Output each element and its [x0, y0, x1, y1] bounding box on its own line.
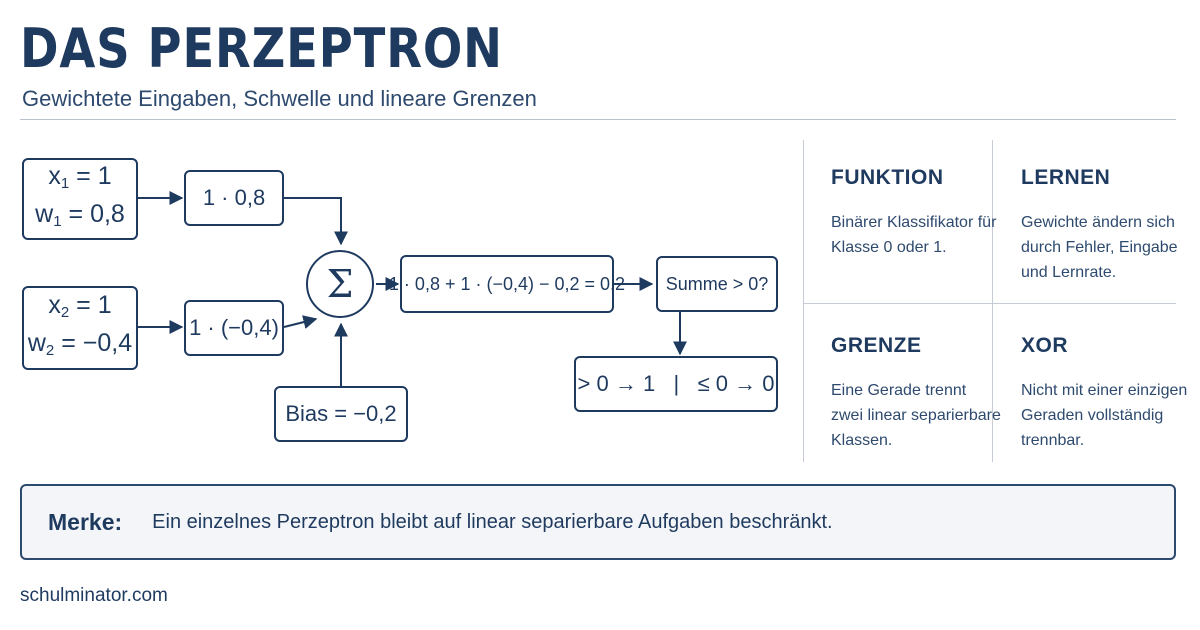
- fact-card-xor: XOR Nicht mit einer einzigen Geraden vol…: [1021, 334, 1191, 453]
- product-box-2: 1 · (−0,4): [184, 300, 284, 356]
- input2-x: x2 = 1: [48, 291, 112, 321]
- decision-text: Summe > 0?: [665, 273, 769, 294]
- fact-text: Eine Gerade trennt zwei linear separierb…: [831, 382, 1001, 449]
- sum-node: Σ: [306, 250, 374, 318]
- arrow-product1-to-sum: [284, 197, 348, 246]
- arrow-product2-to-sum: [283, 315, 318, 329]
- bias-box: Bias = −0,2: [274, 386, 408, 442]
- footer-site: schulminator.com: [20, 585, 168, 606]
- bias-text: Bias = −0,2: [285, 401, 397, 426]
- facts-separator-left: [803, 140, 804, 462]
- decision-box: Summe > 0?: [656, 256, 778, 312]
- fact-text: Gewichte ändern sich durch Fehler, Einga…: [1021, 214, 1178, 281]
- page-title: DAS PERZEPTRON: [20, 17, 503, 80]
- header-divider: [20, 119, 1176, 120]
- facts-separator-middle: [992, 140, 993, 462]
- input2-w: w2 = −0,4: [27, 329, 133, 359]
- sum-formula-text: 1 · 0,8 + 1 · (−0,4) − 0,2 = 0,2: [388, 273, 626, 294]
- fact-card-funktion: FUNKTION Binärer Klassifikator für Klass…: [831, 166, 1001, 260]
- fact-card-grenze: GRENZE Eine Gerade trennt zwei linear se…: [831, 334, 1001, 453]
- input-box-1: x1 = 1 w1 = 0,8: [22, 158, 138, 240]
- input-box-2: x2 = 1 w2 = −0,4: [22, 286, 138, 370]
- product1-text: 1 · 0,8: [202, 185, 266, 210]
- facts-separator-horizontal: [804, 303, 1176, 304]
- page-subtitle: Gewichtete Eingaben, Schwelle und linear…: [22, 86, 537, 111]
- product2-text: 1 · (−0,4): [189, 315, 279, 340]
- fact-text: Nicht mit einer einzigen Geraden vollstä…: [1021, 382, 1188, 449]
- fact-card-lernen: LERNEN Gewichte ändern sich durch Fehler…: [1021, 166, 1191, 285]
- fact-heading: FUNKTION: [831, 166, 944, 189]
- fact-heading: LERNEN: [1021, 166, 1111, 189]
- fact-text: Binärer Klassifikator für Klasse 0 oder …: [831, 214, 997, 256]
- fact-heading: GRENZE: [831, 334, 922, 357]
- input1-w: w1 = 0,8: [35, 200, 125, 230]
- fact-heading: XOR: [1021, 334, 1069, 357]
- product-box-1: 1 · 0,8: [184, 170, 284, 226]
- output-text: > 0 → 1 | ≤ 0 → 0: [577, 371, 775, 396]
- input1-x: x1 = 1: [48, 162, 112, 192]
- sigma-icon: Σ: [326, 262, 354, 306]
- sum-formula-box: 1 · 0,8 + 1 · (−0,4) − 0,2 = 0,2: [389, 255, 625, 313]
- note-box: Merke: Ein einzelnes Perzeptron bleibt a…: [20, 484, 1176, 560]
- note-label: Merke:: [48, 508, 123, 535]
- note-text: Ein einzelnes Perzeptron bleibt auf line…: [152, 510, 833, 533]
- output-box: > 0 → 1 | ≤ 0 → 0: [574, 356, 778, 412]
